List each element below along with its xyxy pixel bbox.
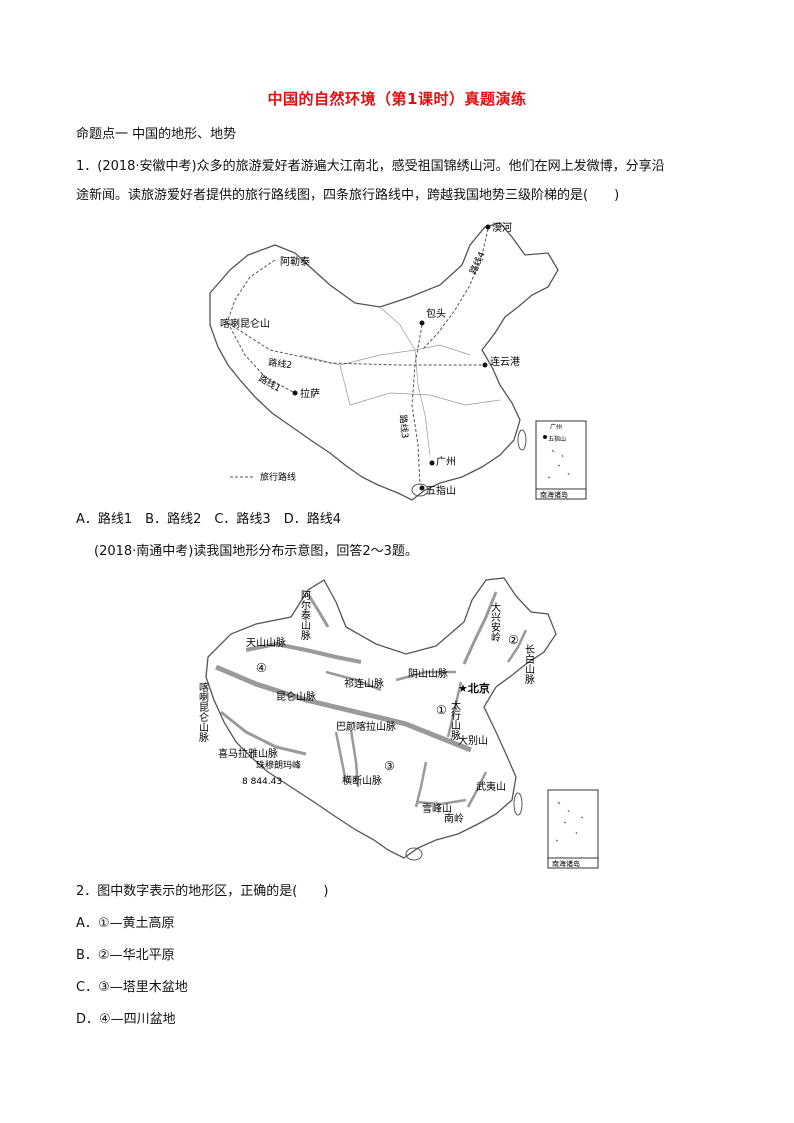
route-4-line bbox=[421, 228, 489, 351]
label-changbai: 长白山脉 bbox=[523, 644, 535, 684]
label-beijing: ★北京 bbox=[458, 681, 490, 695]
label-himalaya: 喜马拉雅山脉 bbox=[218, 747, 278, 760]
range-himalaya bbox=[220, 710, 307, 756]
inset-guangzhou: 广州 bbox=[550, 423, 562, 431]
label-dabie: 大别山 bbox=[458, 734, 488, 747]
label-wuyi: 武夷山 bbox=[476, 780, 506, 793]
label-wuzhishan: 五指山 bbox=[426, 484, 456, 497]
label-kunlun: 昆仑山脉 bbox=[276, 690, 316, 703]
label-nanling: 南岭 bbox=[444, 812, 464, 825]
label-region-3: ③ bbox=[384, 759, 395, 773]
label-region-4: ④ bbox=[256, 661, 267, 675]
range-hengduan bbox=[334, 729, 360, 788]
question-1-line-2: 途新闻。读旅游爱好者提供的旅行路线图，四条旅行路线中，跨越我国地势三级阶梯的是(… bbox=[76, 188, 620, 203]
question-2-option-d: D．④—四川盆地 bbox=[76, 1012, 176, 1027]
range-wuyi bbox=[466, 771, 488, 808]
range-xuefeng bbox=[414, 761, 428, 808]
legend-travel-route: 旅行路线 bbox=[260, 471, 296, 483]
label-karakoram: 喀喇昆仑山脉 bbox=[197, 681, 209, 742]
question-2-option-b: B．②—华北平原 bbox=[76, 948, 175, 963]
label-xuefeng: 雪峰山 bbox=[422, 803, 452, 815]
label-daxinganling: 大兴安岭 bbox=[489, 601, 501, 643]
range-qilian bbox=[325, 670, 382, 692]
questions-2-3-intro: (2018·南通中考)读我国地形分布示意图，回答2～3题。 bbox=[94, 544, 418, 559]
label-baotou: 包头 bbox=[426, 307, 446, 320]
label-region-1: ① bbox=[436, 703, 447, 717]
label-route-1: 路线1 bbox=[257, 372, 284, 394]
inset-caption-2: 南海诸岛 bbox=[552, 859, 580, 868]
question-1-line-1: 1．(2018·安徽中考)众多的旅游爱好者游遍大江南北，感受祖国锦绣山河。他们在… bbox=[76, 159, 665, 174]
inset-wuzhishan: 五指山 bbox=[548, 435, 566, 443]
label-guangzhou: 广州 bbox=[436, 456, 456, 468]
label-route-2: 路线2 bbox=[268, 356, 293, 371]
label-taihang: 太行山脉 bbox=[449, 699, 461, 740]
question-1-options: A．路线1 B．路线2 C．路线3 D．路线4 bbox=[76, 512, 341, 527]
label-tianshan: 天山山脉 bbox=[246, 636, 286, 649]
label-lhasa: 拉萨 bbox=[300, 387, 320, 400]
range-yinshan bbox=[395, 670, 456, 682]
range-daxinganling bbox=[462, 591, 498, 665]
label-region-2: ② bbox=[508, 633, 519, 647]
label-altai: 阿勒泰 bbox=[280, 255, 310, 268]
route-1-line bbox=[229, 326, 296, 394]
range-changbai bbox=[506, 629, 528, 663]
label-mohe: 漠河 bbox=[492, 222, 512, 234]
label-route-3: 路线3 bbox=[397, 414, 411, 439]
range-tianshan bbox=[245, 641, 362, 664]
china-outline bbox=[209, 222, 559, 501]
terrain-map: 阿尔泰山脉 天山山脉 大兴安岭 长白山脉 ② ④ ① ③ 祁连山脉 阴山山脉 ★… bbox=[197, 577, 599, 869]
page-title: 中国的自然环境（第1课时）真题演练 bbox=[267, 90, 527, 108]
range-kunlun bbox=[215, 664, 472, 753]
label-everest: 珠穆朗玛峰 bbox=[256, 759, 301, 771]
label-karakoram: 喀喇昆仑山 bbox=[220, 317, 270, 330]
label-route-4: 路线4 bbox=[467, 249, 488, 276]
range-altai bbox=[306, 593, 330, 628]
label-qilian: 祁连山脉 bbox=[344, 677, 384, 690]
travel-route-map: 阿勒泰 漠河 喀喇昆仑山 包头 连云港 拉萨 广州 五指山 路线2 路线1 路线… bbox=[209, 222, 587, 501]
question-2-option-c: C．③—塔里木盆地 bbox=[76, 980, 188, 995]
china-outline-2 bbox=[205, 577, 557, 859]
label-lianyungang: 连云港 bbox=[490, 355, 520, 368]
label-hengduan: 横断山脉 bbox=[342, 774, 382, 787]
question-2-stem: 2．图中数字表示的地形区，正确的是( ) bbox=[76, 884, 329, 899]
label-bayankala: 巴颜喀拉山脉 bbox=[336, 720, 396, 733]
route-3-line bbox=[411, 324, 423, 486]
range-taihang bbox=[446, 681, 463, 738]
taiwan-island bbox=[517, 429, 527, 451]
range-nanling bbox=[415, 798, 467, 806]
question-2-option-a: A．①—黄土高原 bbox=[76, 916, 175, 931]
label-yinshan: 阴山山脉 bbox=[408, 667, 448, 680]
province-lines bbox=[299, 306, 501, 456]
section-heading: 命题点一 中国的地形、地势 bbox=[76, 127, 237, 142]
label-everest-height: 8 844.43 bbox=[242, 777, 282, 787]
inset-caption: 南海诸岛 bbox=[540, 490, 568, 499]
label-altai: 阿尔泰山脉 bbox=[299, 590, 311, 640]
route-2-line bbox=[227, 322, 485, 366]
route-altai-line bbox=[227, 259, 276, 321]
